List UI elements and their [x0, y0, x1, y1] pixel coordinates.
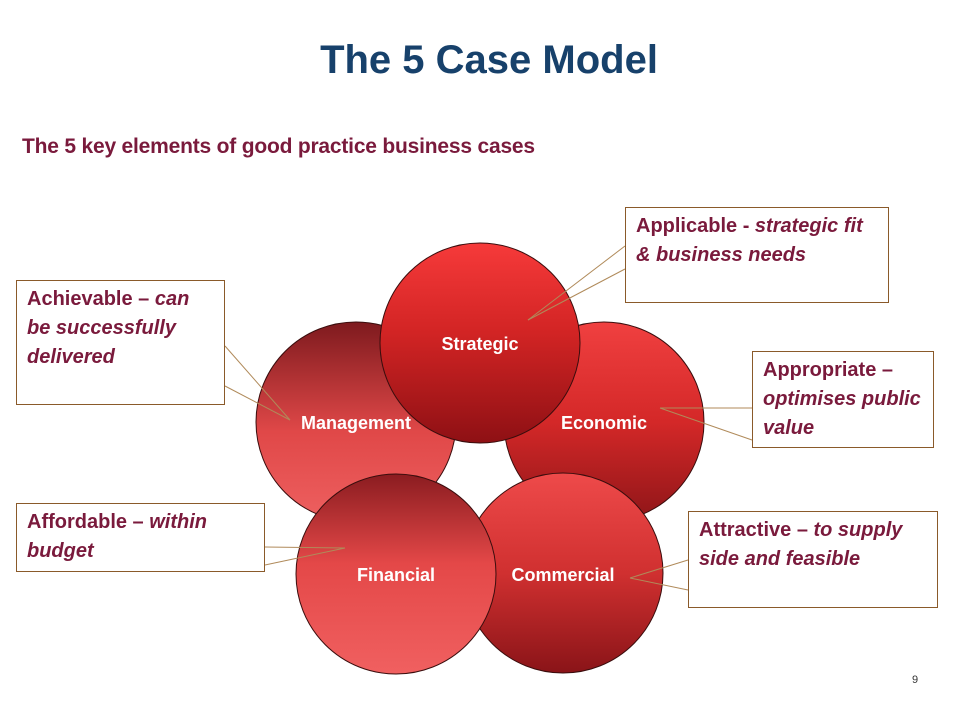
management-label: Management — [301, 413, 411, 433]
applicable-connector-2 — [527, 268, 626, 321]
affordable-callout: Affordable – within budget — [16, 503, 265, 572]
applicable-connector — [527, 245, 626, 321]
applicable-desc: strategic fit & business needs — [636, 215, 863, 266]
appropriate-lead: Appropriate – — [763, 359, 894, 381]
achievable-callout: Achievable – can be successfully deliver… — [16, 280, 225, 405]
financial-label: Financial — [357, 565, 435, 585]
page-subtitle: The 5 key elements of good practice busi… — [22, 135, 535, 158]
affordable-connector — [264, 546, 346, 549]
economic-label: Economic — [561, 413, 647, 433]
affordable-desc: within budget — [27, 511, 208, 562]
appropriate-callout: Appropriate – optimises public value — [752, 351, 934, 448]
appropriate-connector-2 — [659, 407, 753, 441]
appropriate-desc: optimises public value — [763, 388, 921, 439]
commercial-label: Commercial — [511, 565, 614, 585]
financial-circle — [295, 473, 497, 675]
attractive-desc: to supply side and feasible — [699, 519, 903, 570]
achievable-connector — [224, 345, 291, 421]
connector-lines — [224, 245, 753, 591]
page-number: 9 — [912, 674, 919, 686]
attractive-connector — [629, 559, 689, 579]
achievable-lead: Achievable – — [27, 288, 150, 310]
affordable-connector-2 — [264, 547, 346, 566]
attractive-callout: Attractive – to supply side and feasible — [688, 511, 938, 608]
attractive-lead: Attractive – — [699, 519, 808, 541]
applicable-lead: Applicable - — [636, 215, 750, 237]
attractive-connector-2 — [629, 577, 689, 591]
applicable-callout: Applicable - strategic fit & business ne… — [625, 207, 889, 303]
achievable-desc: can be successfully delivered — [27, 288, 190, 368]
strategic-circle — [379, 242, 581, 444]
affordable-lead: Affordable – — [27, 511, 144, 533]
page-title: The 5 Case Model — [320, 38, 658, 82]
achievable-connector-2 — [224, 385, 291, 421]
strategic-label: Strategic — [441, 334, 518, 354]
